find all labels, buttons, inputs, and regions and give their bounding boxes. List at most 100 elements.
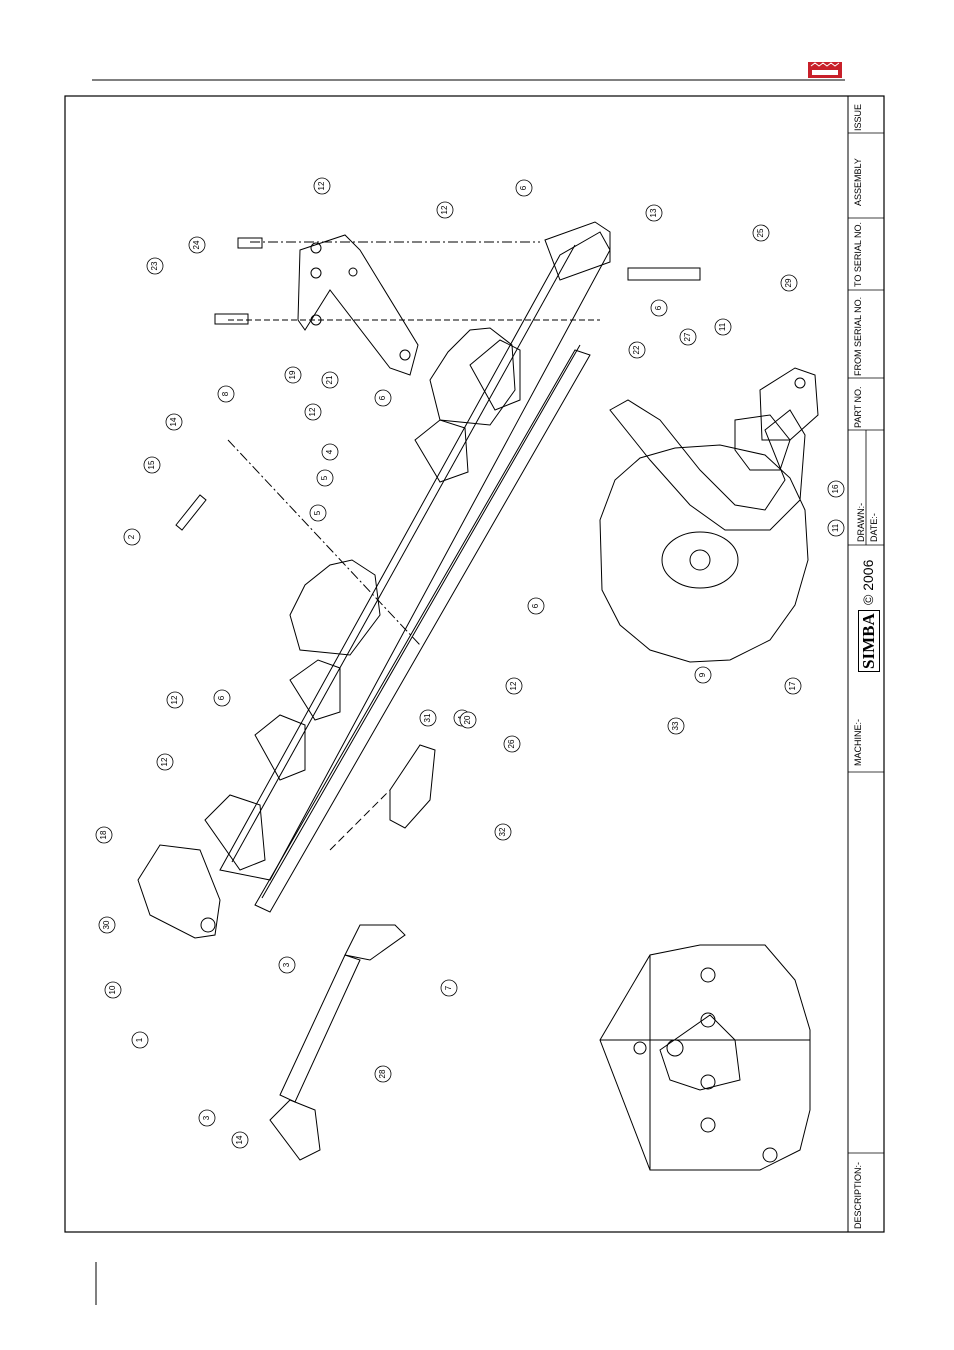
callout-27: 27	[680, 329, 696, 345]
callout-11: 11	[715, 319, 731, 335]
machine-label: MACHINE:-	[853, 719, 863, 766]
date-label: DATE:-	[869, 513, 879, 542]
callout-2: 2	[124, 529, 140, 545]
callout-number: 12	[440, 205, 449, 214]
callout-number: 14	[235, 1135, 244, 1144]
callout-number: 15	[147, 460, 156, 469]
callout-number: 19	[288, 370, 297, 379]
callout-group: 1233445566666789101111121212121212131414…	[96, 178, 844, 1148]
callout-number: 30	[102, 920, 111, 929]
assembly-label: ASSEMBLY	[853, 158, 863, 206]
part-no-label: PART NO.	[853, 386, 863, 428]
callout-19: 19	[285, 367, 301, 383]
hub	[760, 368, 818, 440]
assembly-drawing	[138, 222, 818, 1170]
callout-number: 6	[217, 695, 226, 700]
callout-number: 27	[683, 332, 692, 341]
callout-4: 4	[322, 444, 338, 460]
callout-number: 12	[160, 757, 169, 766]
callout-21: 21	[322, 372, 338, 388]
simba-logo	[808, 62, 842, 78]
callout-17: 17	[785, 678, 801, 694]
callout-number: 12	[317, 181, 326, 190]
callout-12: 12	[167, 692, 183, 708]
callout-13: 13	[646, 205, 662, 221]
callout-12: 12	[305, 404, 321, 420]
callout-24: 24	[189, 237, 205, 253]
callout-number: 6	[654, 305, 663, 310]
callout-number: 12	[509, 681, 518, 690]
callout-9: 9	[695, 667, 711, 683]
callout-number: 16	[831, 484, 840, 493]
callout-6: 6	[528, 598, 544, 614]
issue-label: ISSUE	[853, 104, 863, 131]
callout-6: 6	[214, 690, 230, 706]
callout-32: 32	[495, 824, 511, 840]
description-label: DESCRIPTION:-	[853, 1162, 863, 1229]
callout-10: 10	[105, 982, 121, 998]
callout-14: 14	[166, 414, 182, 430]
disc-blade	[600, 445, 808, 662]
callout-number: 22	[632, 345, 641, 354]
callout-31: 31	[420, 710, 436, 726]
callout-8: 8	[218, 386, 234, 402]
from-serial-label: FROM SERIAL NO.	[853, 297, 863, 376]
callout-number: 6	[519, 185, 528, 190]
callout-18: 18	[96, 827, 112, 843]
callout-number: 20	[463, 715, 472, 724]
drawing-border	[65, 96, 884, 1232]
callout-12: 12	[437, 202, 453, 218]
simba-brand: SIMBA	[858, 610, 880, 672]
copyright-label: © 2006	[860, 560, 876, 605]
callout-6: 6	[651, 300, 667, 316]
callout-number: 29	[784, 278, 793, 287]
callout-number: 23	[150, 261, 159, 270]
callout-number: 9	[698, 672, 707, 677]
callout-number: 33	[671, 721, 680, 730]
callout-number: 13	[649, 208, 658, 217]
callout-number: 24	[192, 240, 201, 249]
callout-number: 17	[788, 681, 797, 690]
callout-23: 23	[147, 258, 163, 274]
bracket-plate	[390, 745, 435, 828]
callout-number: 10	[108, 985, 117, 994]
callout-7: 7	[441, 980, 457, 996]
callout-22: 22	[629, 342, 645, 358]
callout-16: 16	[828, 481, 844, 497]
callout-number: 25	[756, 228, 765, 237]
center-casting	[290, 560, 380, 655]
callout-14: 14	[232, 1132, 248, 1148]
inset-view	[600, 945, 810, 1170]
callout-number: 18	[99, 830, 108, 839]
upper-frame	[220, 232, 610, 880]
callout-6: 6	[375, 390, 391, 406]
callout-3: 3	[279, 957, 295, 973]
callout-11: 11	[828, 520, 844, 536]
callout-25: 25	[753, 225, 769, 241]
callout-number: 6	[378, 395, 387, 400]
callout-number: 1	[135, 1037, 144, 1042]
callout-3: 3	[199, 1110, 215, 1126]
callout-29: 29	[781, 275, 797, 291]
callout-5: 5	[310, 505, 326, 521]
callout-number: 6	[531, 603, 540, 608]
callout-number: 3	[202, 1115, 211, 1120]
callout-number: 7	[444, 985, 453, 990]
callout-number: 5	[313, 510, 322, 515]
callout-12: 12	[157, 754, 173, 770]
callout-number: 11	[831, 523, 840, 532]
callout-number: 14	[169, 417, 178, 426]
callout-number: 31	[423, 713, 432, 722]
callout-12: 12	[506, 678, 522, 694]
callout-number: 12	[170, 695, 179, 704]
callout-26: 26	[504, 736, 520, 752]
callout-number: 21	[325, 375, 334, 384]
callout-30: 30	[99, 917, 115, 933]
callout-33: 33	[668, 718, 684, 734]
callout-number: 11	[718, 322, 727, 331]
callout-20: 20	[460, 712, 476, 728]
skid	[138, 845, 220, 938]
callout-5: 5	[317, 470, 333, 486]
to-serial-label: TO SERIAL NO.	[853, 222, 863, 287]
